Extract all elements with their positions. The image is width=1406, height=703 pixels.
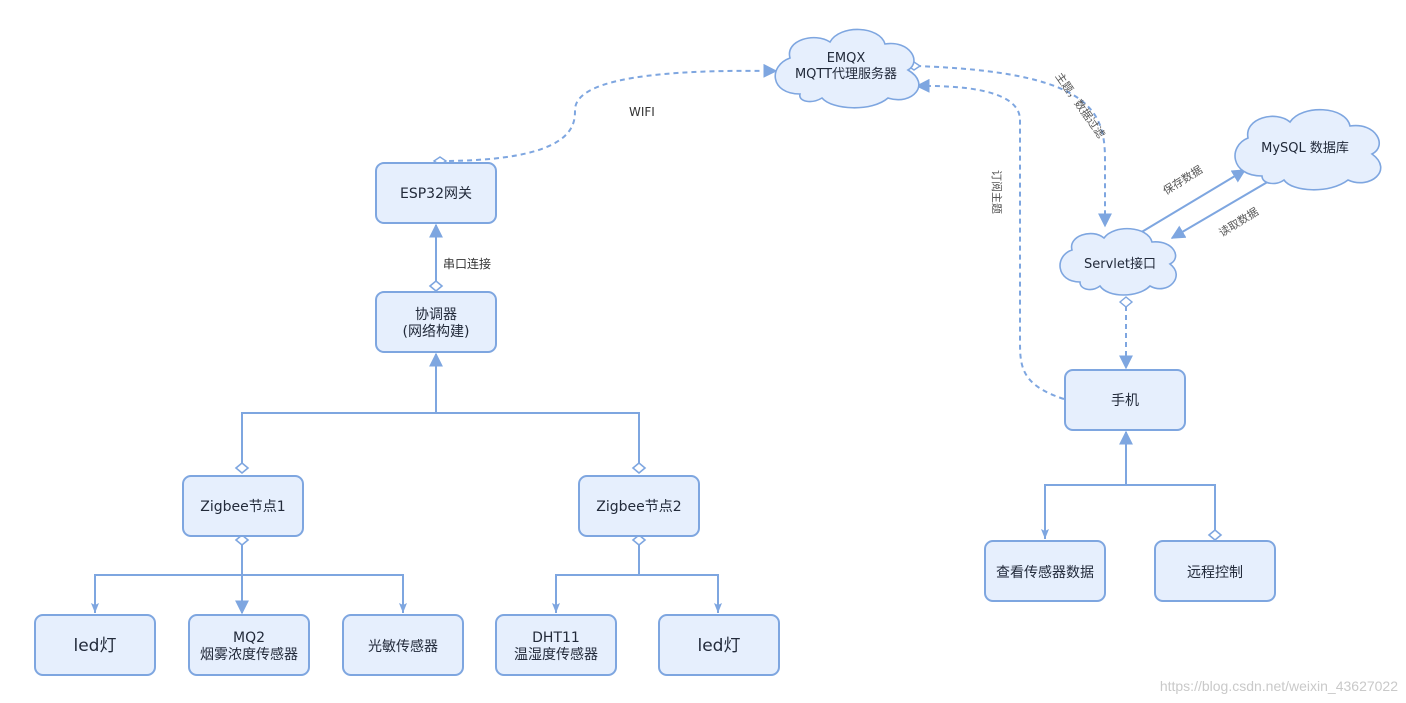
edge-label-save-data: 保存数据 [1160,162,1205,197]
coordinator-label: 协调器 [415,307,457,323]
phone-label: 手机 [1111,393,1139,409]
light-sensor-box: 光敏传感器 [342,614,464,676]
led1-box: led灯 [34,614,156,676]
mq2-box: MQ2 烟雾浓度传感器 [188,614,310,676]
arrow-head [399,603,407,613]
edge-phone-emqx [915,78,1065,400]
zigbee2-label: Zigbee节点2 [596,499,681,515]
edge-zigbee1-children [94,574,404,613]
dht11-label: DHT11 [532,630,580,646]
arrow-head [552,603,560,613]
edge-esp32-emqx [439,63,778,162]
zigbee1-label: Zigbee节点1 [200,499,285,515]
light-sensor-label: 光敏传感器 [368,638,438,655]
dht11-box: DHT11 温湿度传感器 [495,614,617,676]
remote-control-box: 远程控制 [1154,540,1276,602]
diamond-marker [1207,528,1223,542]
edge-label-serial: 串口连接 [443,256,491,271]
mysql-cloud: MySQL 数据库 [1234,108,1382,191]
mq2-sublabel: 烟雾浓度传感器 [200,646,298,663]
edge-mysql-servlet-read [1170,176,1277,239]
view-data-label: 查看传感器数据 [996,564,1094,581]
edge-label-wifi: WIFI [629,105,655,119]
emqx-subtitle: MQTT代理服务器 [795,66,897,82]
led2-box: led灯 [658,614,780,676]
diamond-marker [428,279,444,293]
emqx-cloud: EMQX MQTT代理服务器 [774,28,920,109]
emqx-title: EMQX [827,51,866,66]
esp32-gateway-box: ESP32网关 [375,162,497,224]
view-data-box: 查看传感器数据 [984,540,1106,602]
edge-label-topic-filter: 主题，数据过滤 [1053,70,1109,141]
diamond-marker [631,461,647,475]
arrow-head [91,603,99,613]
edge-emqx-servlet [915,65,1112,228]
arrow-head [1041,529,1049,539]
led1-label: led灯 [74,636,117,656]
esp32-label: ESP32网关 [400,186,472,202]
edge-phone-functions [1044,484,1216,539]
zigbee-node2-box: Zigbee节点2 [578,475,700,537]
dht11-sublabel: 温湿度传感器 [514,646,598,663]
edge-label-read-data: 读取数据 [1216,204,1261,239]
coordinator-box: 协调器 (网络构建) [375,291,497,353]
edge-zigbee2-children [555,574,719,613]
remote-control-label: 远程控制 [1187,565,1243,581]
zigbee-node1-box: Zigbee节点1 [182,475,304,537]
mq2-label: MQ2 [233,630,265,646]
led2-label: led灯 [698,636,741,656]
arrow-head [714,603,722,613]
diamond-marker [234,461,250,475]
servlet-cloud: Servlet接口 [1059,227,1177,296]
edge-zigbee-bus [241,412,640,466]
servlet-label: Servlet接口 [1084,256,1156,272]
edge-label-subscribe: 订阅主题 [990,170,1003,214]
diamond-marker [1118,296,1134,308]
edge-servlet-mysql-save [1134,169,1247,237]
mysql-label: MySQL 数据库 [1261,140,1349,156]
coordinator-sublabel: (网络构建) [403,324,470,340]
watermark-url: https://blog.csdn.net/weixin_43627022 [1159,678,1398,694]
phone-box: 手机 [1064,369,1186,431]
